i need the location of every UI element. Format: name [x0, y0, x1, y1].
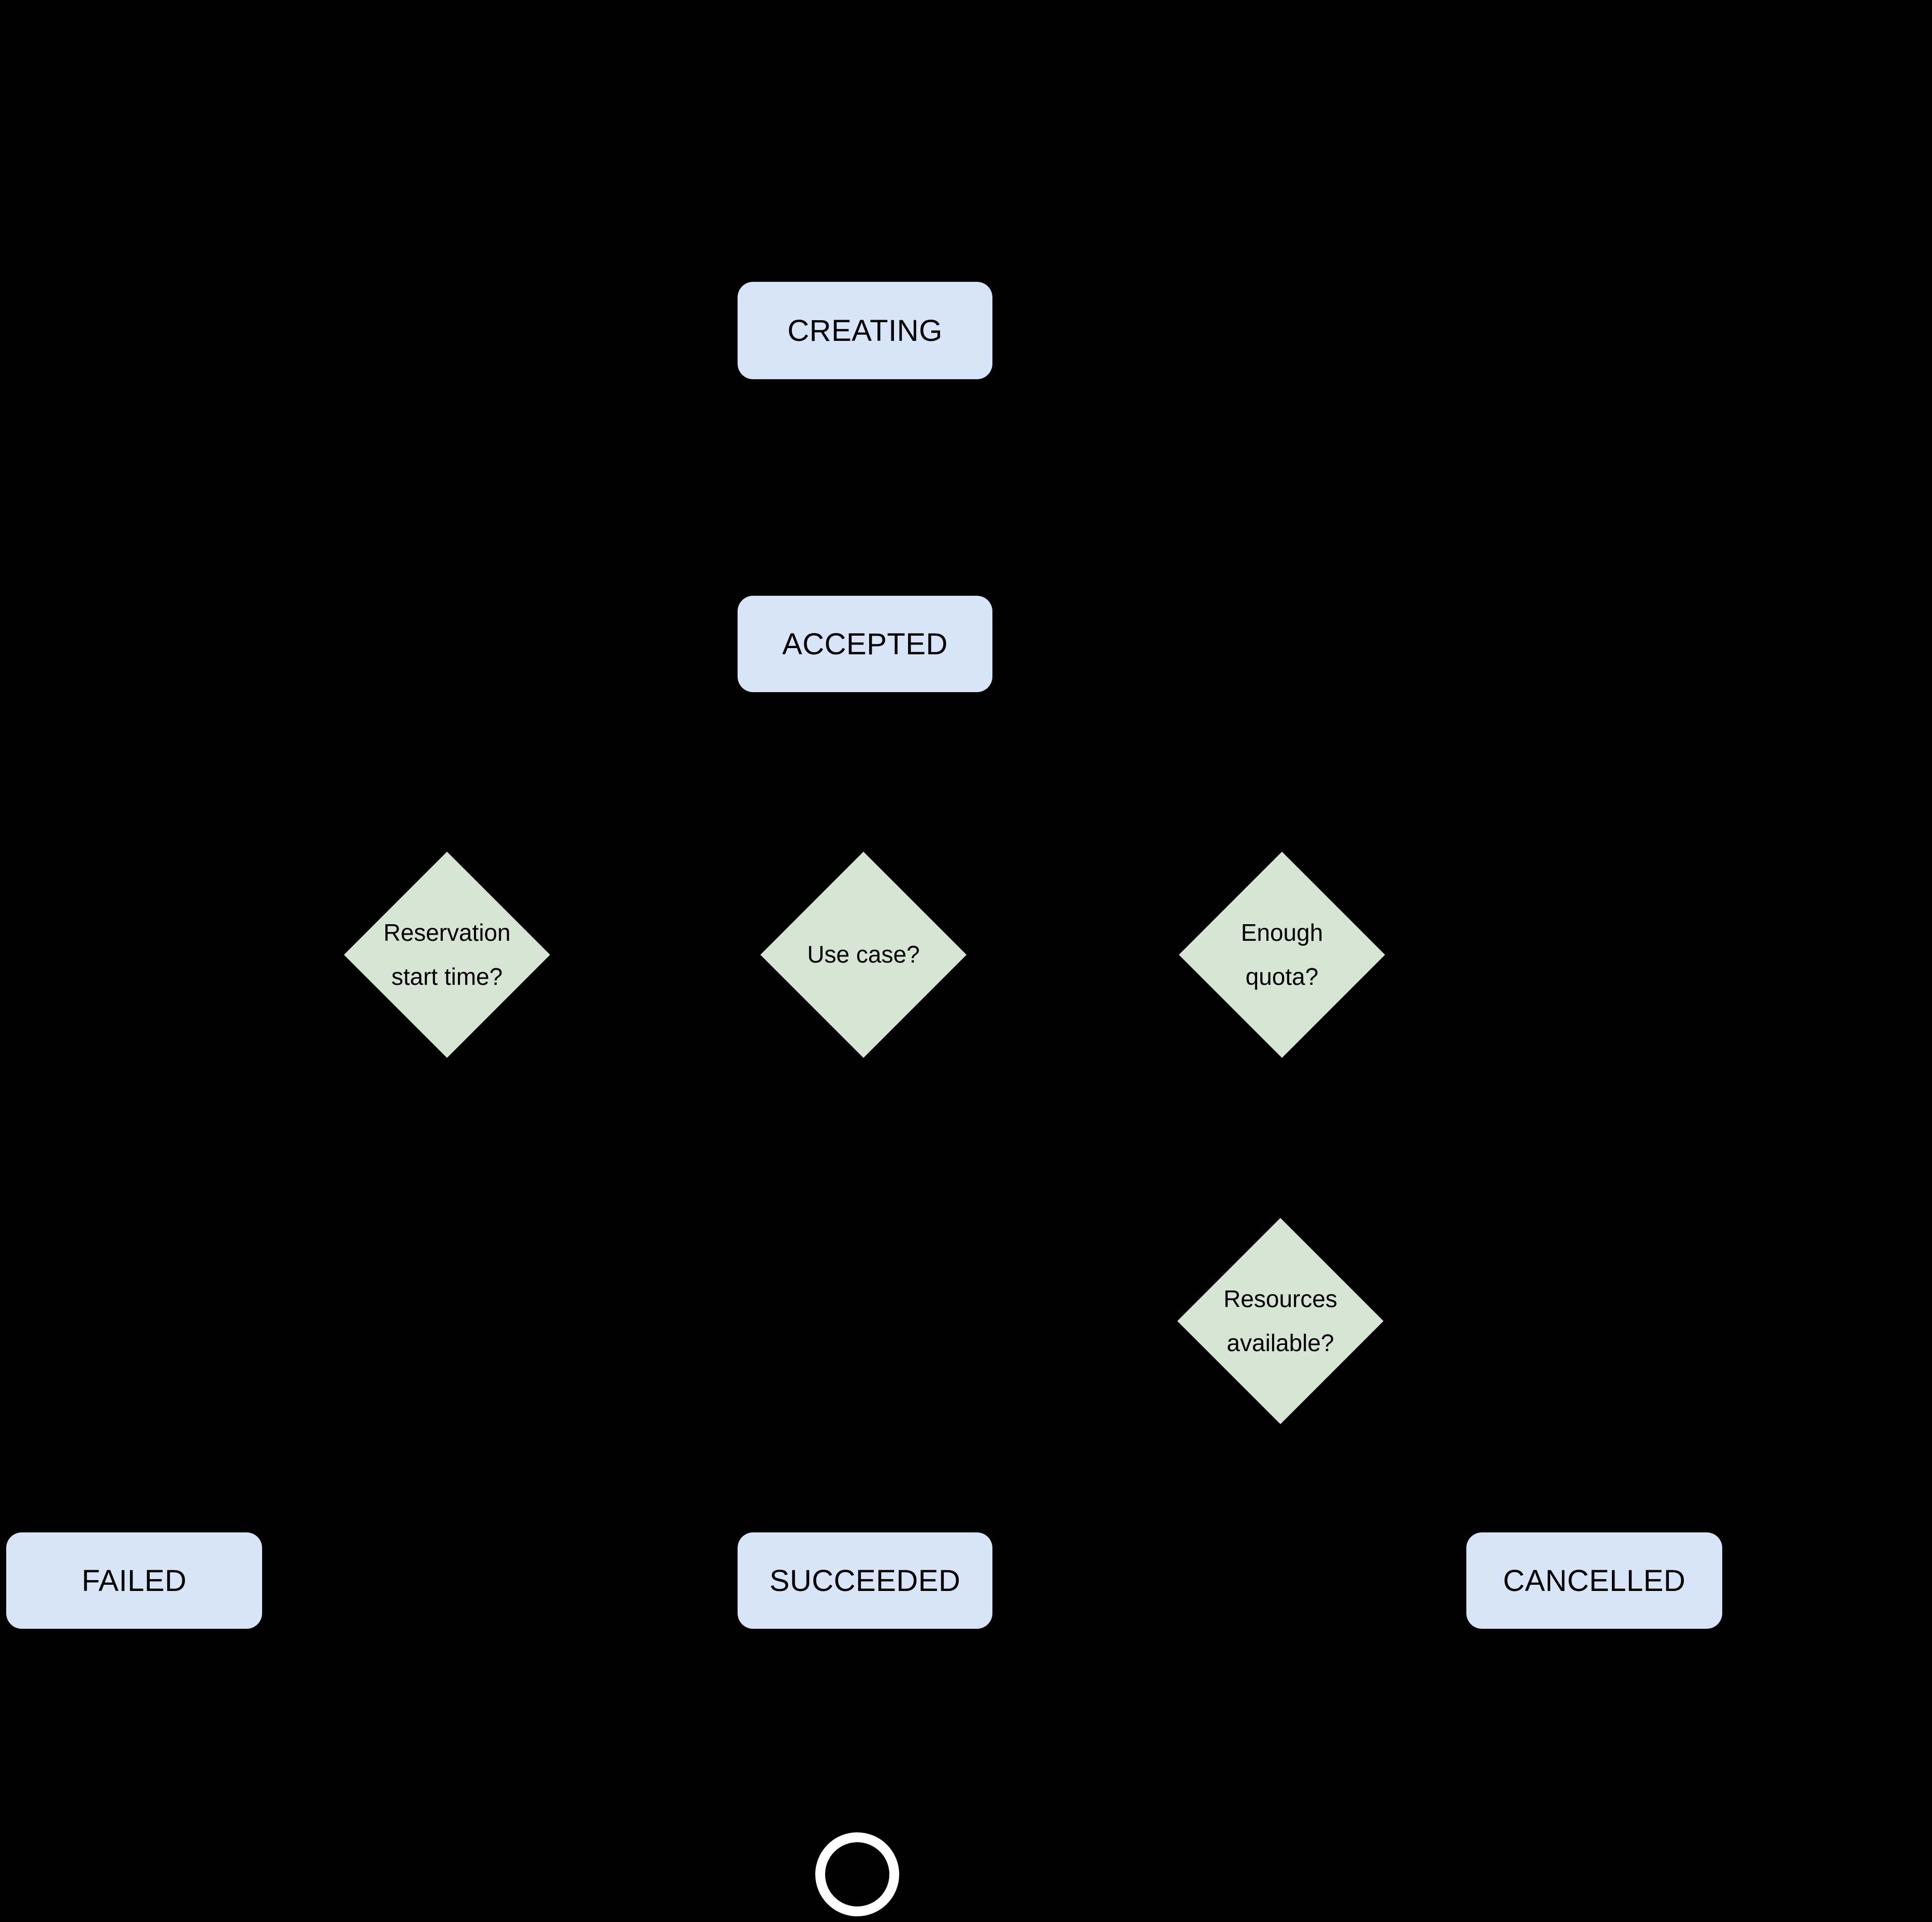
state-label-cancelled: CANCELLED: [1503, 1564, 1686, 1598]
state-label-creating: CREATING: [787, 313, 943, 348]
decision-label-line: available?: [1227, 1329, 1334, 1356]
decision-label-line: Enough: [1241, 919, 1323, 946]
end-state-circle-icon: [815, 1832, 899, 1916]
decision-node-resources-available: Resources available?: [1177, 1218, 1383, 1424]
decision-label-line: Use case?: [807, 941, 920, 968]
state-node-cancelled: CANCELLED: [1466, 1532, 1722, 1629]
state-node-succeeded: SUCCEEDED: [738, 1532, 992, 1629]
state-label-failed: FAILED: [81, 1564, 187, 1598]
decision-label-line: Resources: [1223, 1285, 1337, 1312]
state-node-accepted: ACCEPTED: [738, 596, 992, 692]
decision-node-enough-quota: Enough quota?: [1179, 852, 1385, 1058]
decision-label-line: start time?: [391, 963, 503, 990]
state-label-succeeded: SUCCEEDED: [769, 1564, 961, 1598]
state-node-creating: CREATING: [738, 282, 992, 379]
state-label-accepted: ACCEPTED: [782, 627, 948, 661]
decision-node-use-case: Use case?: [760, 852, 967, 1058]
state-node-failed: FAILED: [6, 1532, 262, 1629]
decision-label-line: Reservation: [383, 919, 511, 946]
decision-node-reservation-start-time: Reservation start time?: [344, 852, 550, 1058]
decision-label-line: quota?: [1245, 963, 1319, 990]
